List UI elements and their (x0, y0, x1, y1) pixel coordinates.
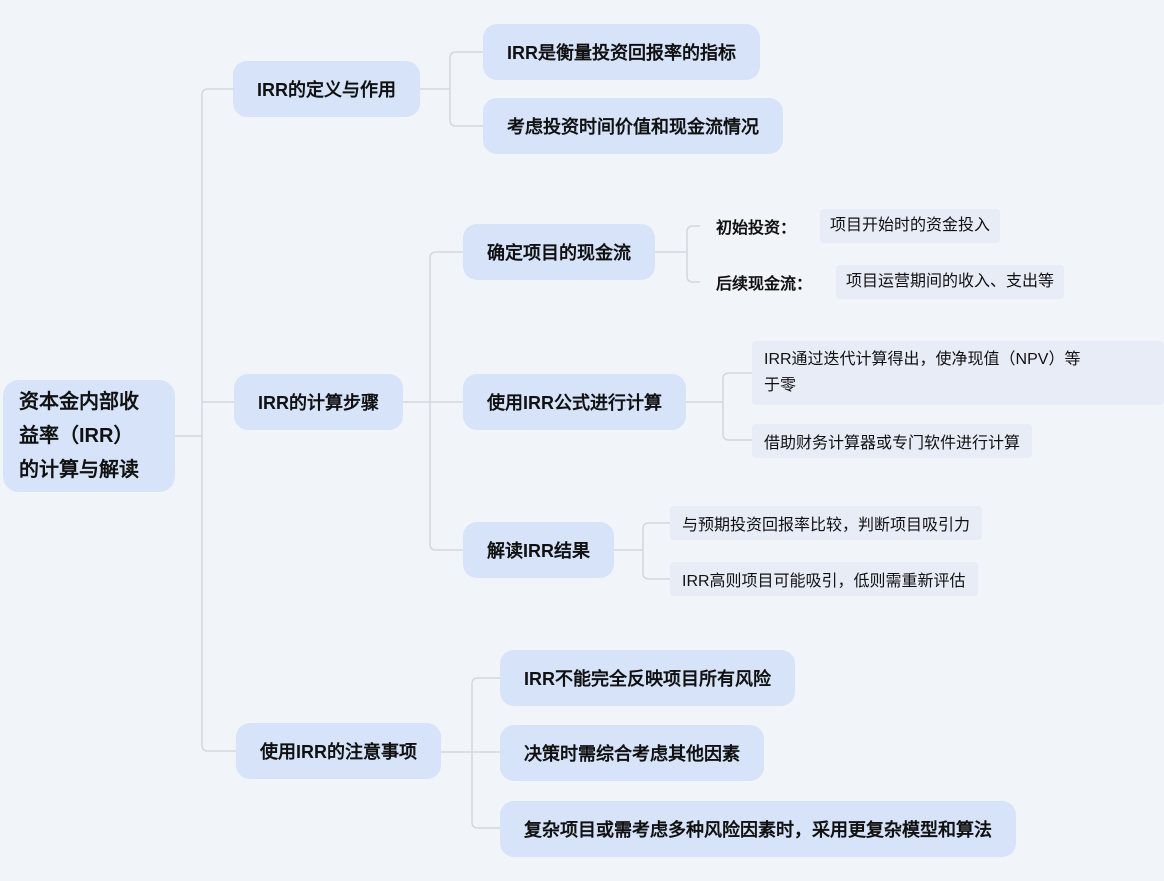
subsequent-cashflow-value: 项目运营期间的收入、支出等 (836, 265, 1065, 299)
leaf-interpret-2[interactable]: IRR高则项目可能吸引，低则需重新评估 (670, 562, 978, 596)
branch-definition[interactable]: IRR的定义与作用 (233, 61, 420, 117)
subsequent-cashflow-label: 后续现金流： (716, 276, 813, 293)
leaf-caution-1[interactable]: IRR不能完全反映项目所有风险 (500, 650, 795, 706)
leaf-formula-1[interactable]: IRR通过迭代计算得出，使净现值（NPV）等 于零 (752, 341, 1164, 405)
initial-investment-label: 初始投资： (716, 220, 797, 237)
leaf-definition-2[interactable]: 考虑投资时间价值和现金流情况 (483, 98, 783, 154)
leaf-definition-1[interactable]: IRR是衡量投资回报率的指标 (483, 24, 760, 80)
initial-investment-value: 项目开始时的资金投入 (820, 209, 1001, 243)
leaf-caution-3[interactable]: 复杂项目或需考虑多种风险因素时，采用更复杂模型和算法 (500, 801, 1016, 857)
root-node[interactable]: 资本金内部收 益率（IRR） 的计算与解读 (3, 380, 175, 492)
leaf-caution-2[interactable]: 决策时需综合考虑其他因素 (500, 725, 764, 781)
branch-cautions[interactable]: 使用IRR的注意事项 (236, 723, 441, 779)
branch-steps[interactable]: IRR的计算步骤 (234, 374, 403, 430)
leaf-initial-investment[interactable]: 初始投资： 项目开始时的资金投入 (716, 209, 1001, 243)
node-cashflow[interactable]: 确定项目的现金流 (463, 224, 655, 280)
node-formula[interactable]: 使用IRR公式进行计算 (463, 374, 686, 430)
leaf-subsequent-cashflow[interactable]: 后续现金流： 项目运营期间的收入、支出等 (716, 265, 1065, 299)
leaf-interpret-1[interactable]: 与预期投资回报率比较，判断项目吸引力 (670, 506, 983, 540)
node-interpret[interactable]: 解读IRR结果 (463, 522, 614, 578)
leaf-formula-2[interactable]: 借助财务计算器或专门软件进行计算 (752, 424, 1033, 458)
